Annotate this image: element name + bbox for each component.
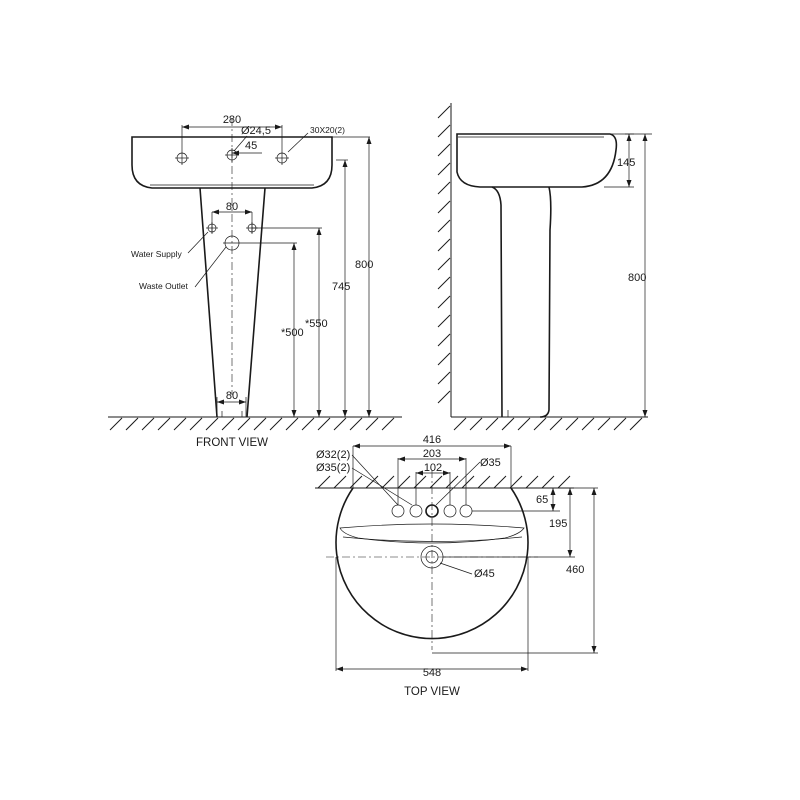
top-depth-dim: 460 bbox=[566, 564, 584, 576]
front-tap-holes bbox=[175, 148, 289, 165]
top-width-dim: 548 bbox=[423, 667, 441, 679]
top-inner-span-dim: 102 bbox=[424, 462, 442, 474]
side-basin bbox=[456, 133, 618, 188]
front-height-800-dim: 800 bbox=[355, 259, 373, 271]
top-bowl-inner bbox=[339, 523, 525, 544]
front-slot-dim: 30X20(2) bbox=[310, 125, 345, 135]
waste-outlet-label: Waste Outlet bbox=[139, 281, 188, 291]
front-supply-spacing-dim: 80 bbox=[226, 201, 238, 213]
top-wall-to-drain-dim: 195 bbox=[549, 518, 567, 530]
top-view-title: TOP VIEW bbox=[404, 686, 460, 698]
front-basin bbox=[131, 136, 333, 189]
top-mid-span-dim: 203 bbox=[423, 448, 441, 460]
top-outer-span-dim: 416 bbox=[423, 434, 441, 446]
side-floor-hatch bbox=[453, 417, 643, 431]
side-view: 145 800 bbox=[437, 103, 652, 431]
front-width-dim: 280 bbox=[223, 114, 241, 126]
water-supply-label: Water Supply bbox=[131, 249, 182, 259]
front-offset-dim: 45 bbox=[245, 140, 257, 152]
top-drain-label: Ø45 bbox=[474, 568, 495, 580]
side-wall-hatch bbox=[437, 105, 451, 404]
top-hole-32-label: Ø32(2) bbox=[316, 449, 350, 461]
front-waste-height-dim: *500 bbox=[281, 327, 304, 339]
side-height-dim: 800 bbox=[628, 272, 646, 284]
top-hole-35-pair-label: Ø35(2) bbox=[316, 462, 350, 474]
top-basin-outline bbox=[335, 487, 529, 640]
front-floor-hatch bbox=[109, 417, 395, 431]
front-supply-height-dim: *550 bbox=[305, 318, 328, 330]
top-view: 416 203 102 Ø32(2) Ø35(2) Ø35 65 195 460… bbox=[315, 434, 598, 698]
side-pedestal bbox=[491, 186, 552, 418]
top-wall-hatch bbox=[317, 475, 571, 489]
top-hole-35-label: Ø35 bbox=[480, 457, 501, 469]
front-height-745-dim: 745 bbox=[332, 281, 350, 293]
front-view: 280 Ø24,5 30X20(2) 45 80 bbox=[108, 114, 402, 449]
front-hole-dia-dim: Ø24,5 bbox=[241, 125, 271, 137]
top-wall-to-holes-dim: 65 bbox=[536, 494, 548, 506]
front-base-spacing-dim: 80 bbox=[226, 390, 238, 402]
front-pedestal bbox=[199, 187, 266, 418]
side-bowl-depth-dim: 145 bbox=[617, 157, 635, 169]
front-view-title: FRONT VIEW bbox=[196, 437, 268, 449]
